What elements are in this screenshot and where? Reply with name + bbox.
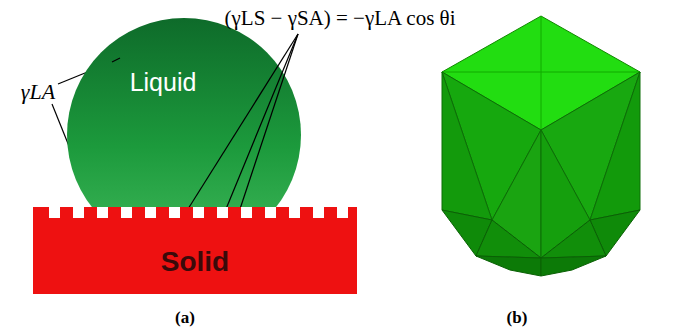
- solid-label: Solid: [161, 246, 229, 278]
- liquid-label: Liquid: [130, 68, 197, 97]
- panel-letter: (a): [175, 308, 195, 328]
- solid-block: Solid: [33, 207, 357, 294]
- surface-tension-equation: (γLS − γSA) = −γLA cos θi: [225, 6, 456, 31]
- panel-letter: (b): [507, 308, 528, 328]
- gamma-la-label: γLA: [21, 79, 55, 105]
